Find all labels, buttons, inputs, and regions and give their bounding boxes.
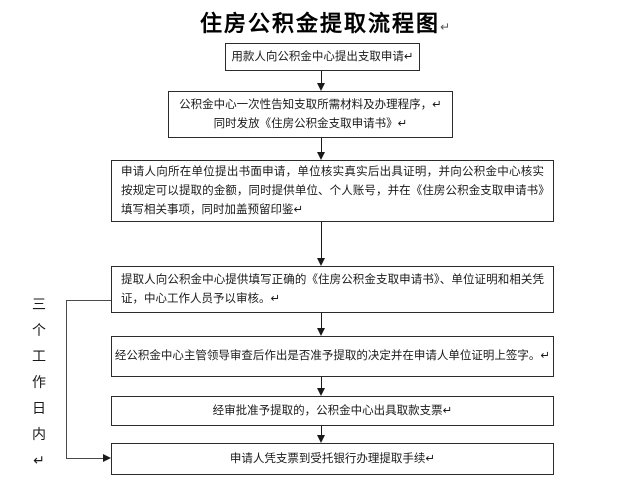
down-arrow-1-line	[321, 71, 322, 84]
flow-step-6-text: 经审批准予提取的，公积金中心出具取款支票↵	[212, 404, 453, 417]
down-arrow-6-icon	[317, 435, 325, 443]
flow-step-1-text: 用款人向公积金中心提出支取申请↵	[231, 50, 414, 63]
bracket-vertical-line	[66, 300, 67, 459]
bracket-top-line	[66, 300, 111, 301]
down-arrow-6-line	[321, 426, 322, 436]
down-arrow-3-icon	[317, 258, 325, 266]
flow-step-7-text: 申请人凭支票到受托银行办理提取手续↵	[229, 452, 436, 465]
paragraph-mark-icon: ↵	[439, 20, 451, 34]
down-arrow-4-icon	[317, 328, 325, 336]
flow-step-4: 提取人向公积金中心提供填写正确的《住房公积金支取申请书》、单位证明和相关凭证，中…	[111, 266, 554, 313]
page-title-text: 住房公积金提取流程图	[199, 11, 440, 36]
down-arrow-3-line	[321, 222, 322, 259]
flow-step-2-text: 公积金中心一次性告知支取所需材料及办理程序，↵ 同时发放《住房公积金支取申请书》…	[179, 98, 442, 130]
flow-step-2: 公积金中心一次性告知支取所需材料及办理程序，↵ 同时发放《住房公积金支取申请书》…	[168, 91, 453, 138]
down-arrow-1-icon	[317, 83, 325, 91]
down-arrow-2-icon	[317, 152, 325, 160]
right-arrow-icon	[103, 454, 111, 462]
page-title: 住房公积金提取流程图↵	[0, 6, 641, 38]
down-arrow-5-line	[321, 377, 322, 389]
down-arrow-2-line	[321, 138, 322, 153]
flow-step-5: 经公积金中心主管领导审查后作出是否准予提取的决定并在申请人单位证明上签字。↵	[111, 336, 554, 377]
flow-step-7: 申请人凭支票到受托银行办理提取手续↵	[111, 443, 554, 475]
down-arrow-5-icon	[317, 388, 325, 396]
side-label-three-working-days: 三 个 工 作 日 内 ↵	[32, 296, 46, 468]
down-arrow-4-line	[321, 313, 322, 329]
flow-step-4-text: 提取人向公积金中心提供填写正确的《住房公积金支取申请书》、单位证明和相关凭证，中…	[121, 273, 544, 305]
flow-step-6: 经审批准予提取的，公积金中心出具取款支票↵	[111, 396, 554, 426]
flow-step-3-text: 申请人向所在单位提出书面申请，单位核实真实后出具证明，并向公积金中心核实按规定可…	[121, 165, 544, 216]
flow-step-5-text: 经公积金中心主管领导审查后作出是否准予提取的决定并在申请人单位证明上签字。↵	[114, 350, 551, 362]
flow-step-3: 申请人向所在单位提出书面申请，单位核实真实后出具证明，并向公积金中心核实按规定可…	[111, 160, 554, 222]
bracket-bottom-line	[66, 458, 104, 459]
flow-step-1: 用款人向公积金中心提出支取申请↵	[225, 43, 420, 71]
